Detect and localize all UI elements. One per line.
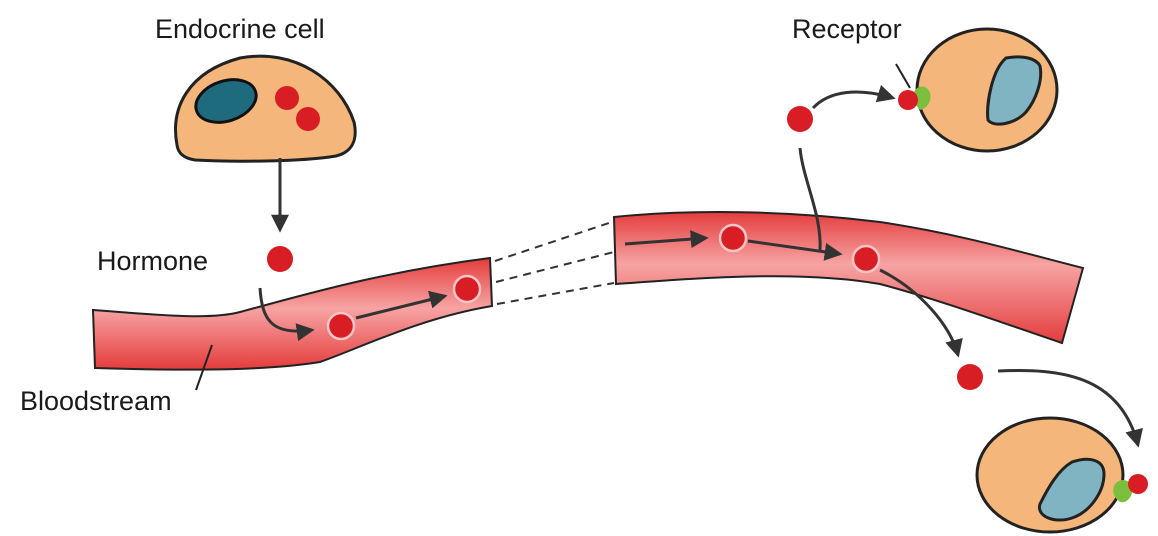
bloodstream-label: Bloodstream [20, 386, 172, 416]
hormone-particle-icon [853, 246, 879, 272]
vessel-continuation-dashes [495, 222, 614, 304]
hormone-particle-icon [957, 364, 983, 390]
hormone-label: Hormone [97, 246, 208, 276]
hormone-particle-icon [454, 276, 480, 302]
endocrine-cell-label: Endocrine cell [155, 14, 325, 44]
blood-vessel-icon [614, 212, 1083, 343]
hormone-particle-icon [720, 225, 746, 251]
hormone-particle-icon [328, 313, 354, 339]
hormone-particle-icon [267, 246, 293, 272]
hormone-particle-icon [787, 106, 813, 132]
hormone-particle-icon [275, 86, 299, 110]
receptor-label: Receptor [792, 14, 902, 44]
flow-arrow [813, 92, 893, 108]
target-cell-icon [917, 29, 1057, 151]
hormone-particle-icon [296, 107, 320, 131]
endocrine-cell-icon [176, 56, 356, 161]
target-cell-icon [977, 418, 1123, 532]
